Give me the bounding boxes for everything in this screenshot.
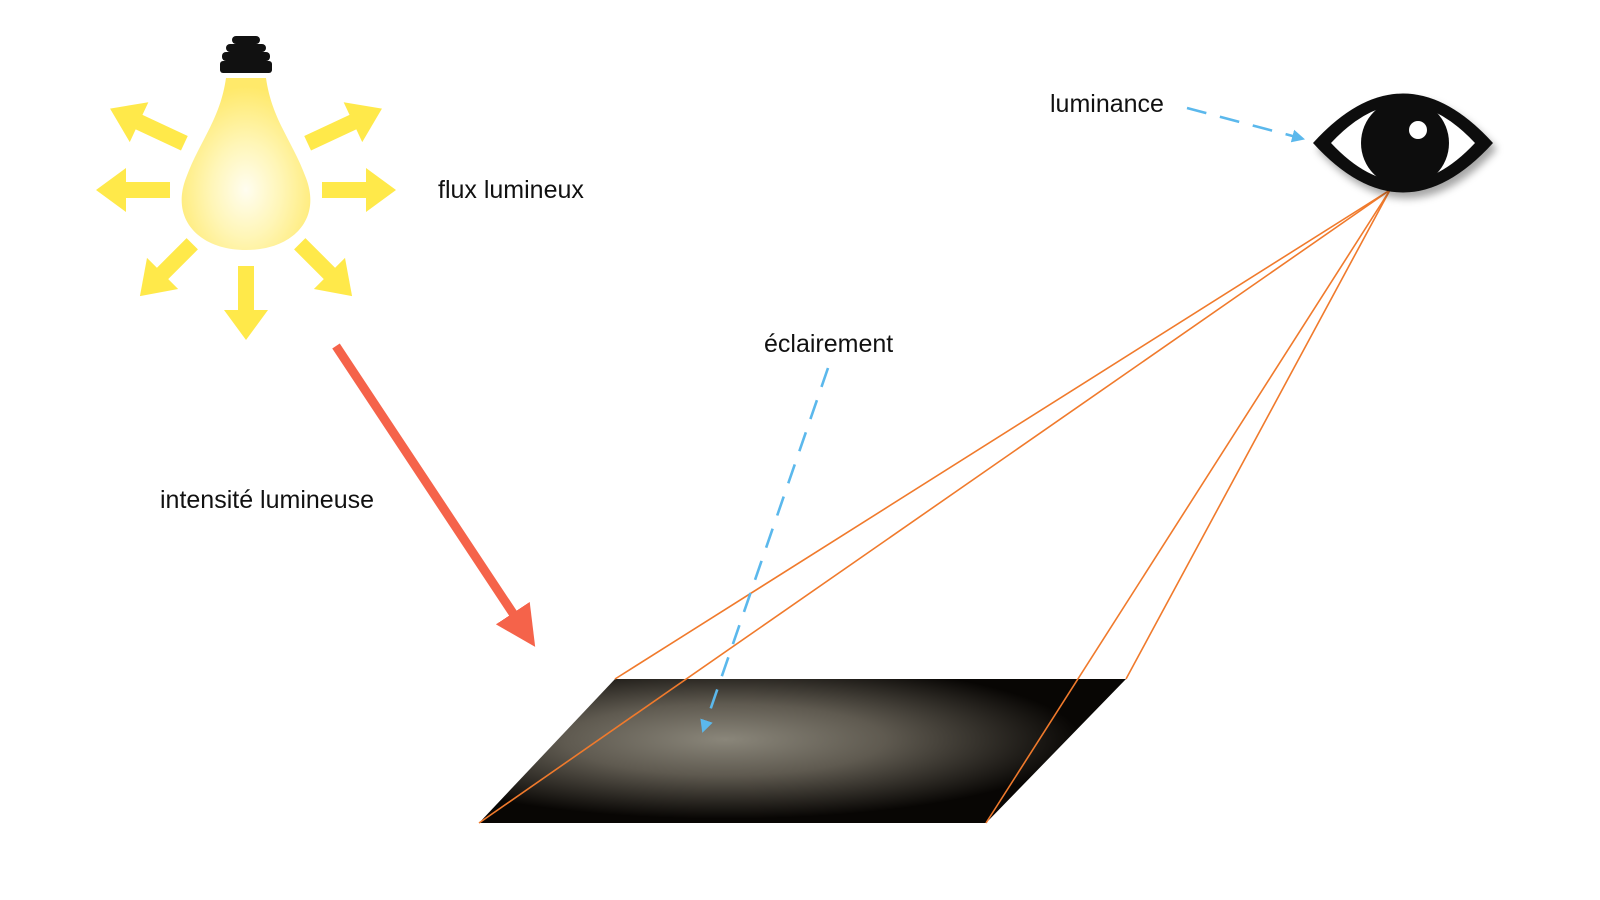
eye-icon (1313, 93, 1493, 193)
illuminated-surface (479, 679, 1126, 823)
luminance-label: luminance (1050, 90, 1164, 118)
eye-iris (1361, 99, 1449, 187)
flux-arrow-lower-right (294, 238, 353, 297)
luminance-pointer (1186, 106, 1306, 143)
light-bulb-icon (181, 36, 311, 250)
view-lines (478, 189, 1391, 824)
flux-arrow-upper-left (110, 102, 188, 151)
view-line-3 (1125, 189, 1391, 680)
flux-arrow-upper-right (304, 102, 382, 151)
intensite-lumineuse-label: intensité lumineuse (160, 486, 375, 514)
eye-highlight (1409, 121, 1427, 139)
flux-arrow-right (322, 168, 396, 212)
bulb-base (220, 36, 272, 73)
view-line-2 (478, 189, 1391, 824)
view-line-4 (985, 189, 1391, 824)
flux-arrows (96, 102, 396, 340)
intensity-arrow (332, 343, 536, 647)
bulb-glass (181, 78, 311, 250)
flux-arrow-left (96, 168, 170, 212)
view-line-1 (614, 189, 1391, 680)
flux-arrow-down (224, 266, 268, 340)
flux-arrow-lower-left (139, 238, 198, 297)
eclairement-label: éclairement (764, 330, 894, 358)
flux-lumineux-label: flux lumineux (438, 176, 584, 204)
illuminance-pointer (700, 367, 830, 733)
